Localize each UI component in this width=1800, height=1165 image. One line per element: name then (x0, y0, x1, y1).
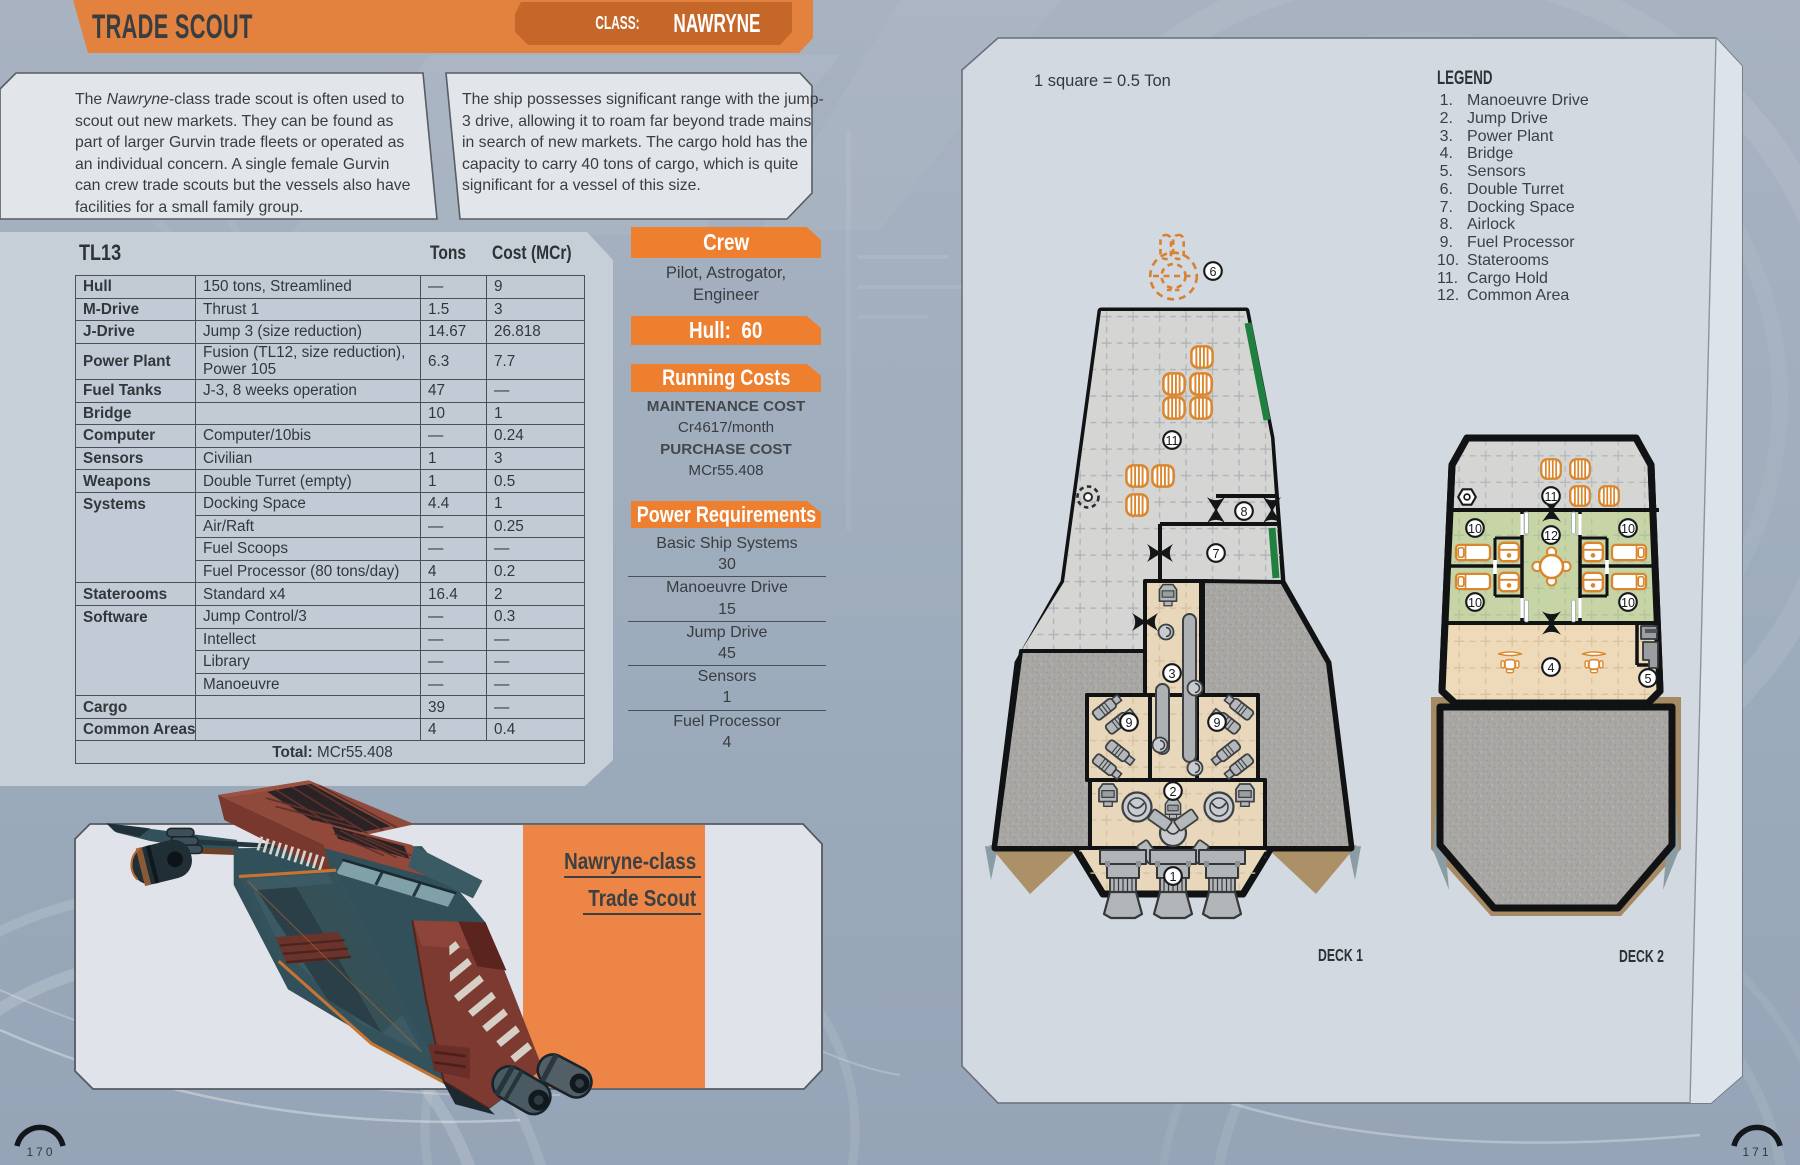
svg-text:2: 2 (1169, 785, 1176, 799)
svg-text:9: 9 (1213, 716, 1220, 730)
svg-text:5: 5 (1644, 672, 1651, 686)
svg-text:10: 10 (1621, 596, 1635, 610)
svg-text:10: 10 (1468, 522, 1482, 536)
svg-text:11: 11 (1165, 434, 1178, 448)
svg-text:3: 3 (1168, 667, 1175, 681)
svg-text:4: 4 (1547, 661, 1554, 675)
svg-text:12: 12 (1544, 529, 1558, 543)
svg-text:1: 1 (1169, 870, 1176, 884)
svg-text:10: 10 (1468, 596, 1482, 610)
svg-text:6: 6 (1209, 265, 1216, 279)
svg-text:10: 10 (1621, 522, 1635, 536)
svg-text:9: 9 (1125, 716, 1132, 730)
svg-text:7: 7 (1212, 547, 1219, 561)
svg-text:8: 8 (1240, 505, 1247, 519)
svg-text:11: 11 (1544, 490, 1557, 504)
